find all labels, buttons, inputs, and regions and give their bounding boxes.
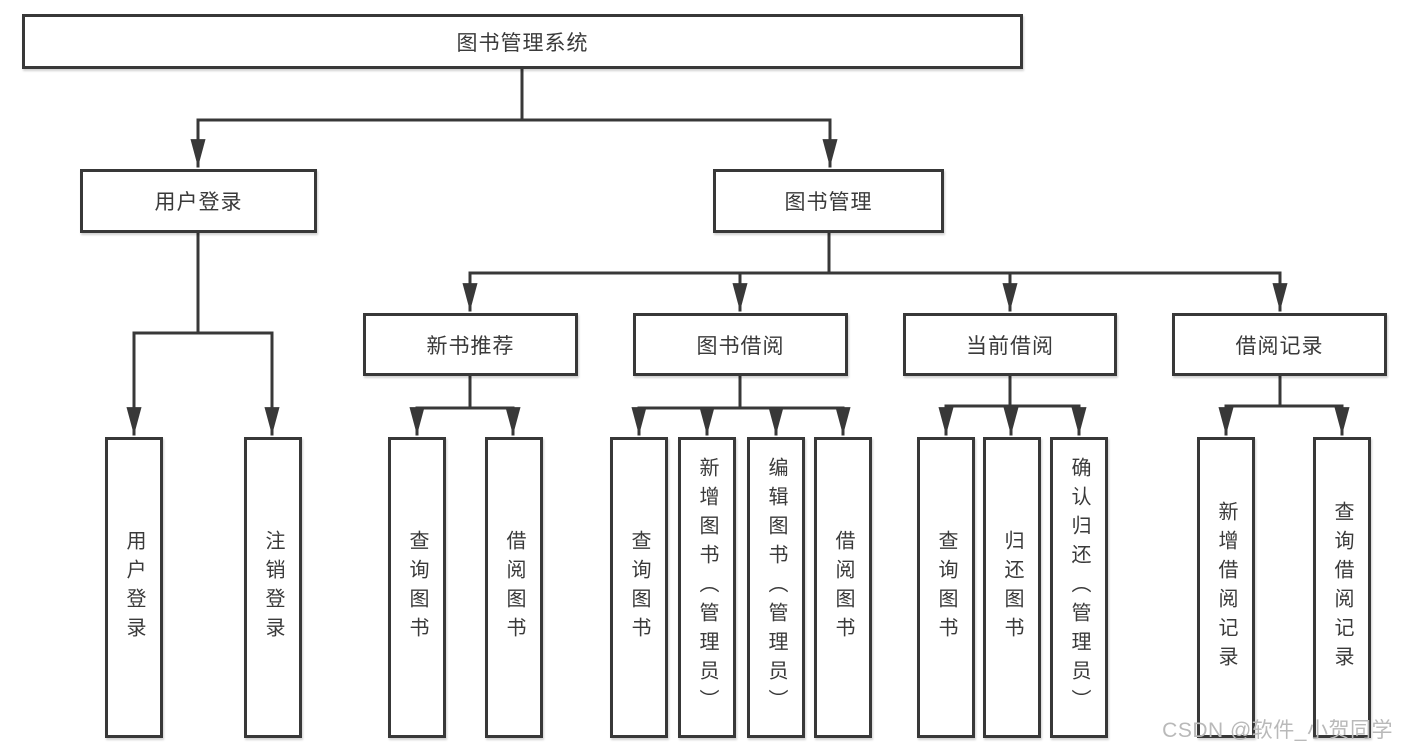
leaf-borrow-books: 借阅图书	[814, 437, 872, 738]
rail-user-login	[132, 231, 274, 335]
leaf-logout-label: 注销登录	[262, 529, 284, 646]
leaf-borrow-books-recommend: 借阅图书	[485, 437, 543, 738]
node-book-management: 图书管理	[713, 169, 944, 233]
leaf-user-login-label: 用户登录	[123, 529, 145, 646]
rail-book-borrow	[637, 375, 845, 410]
leaf-user-login: 用户登录	[105, 437, 163, 738]
rail-borrow-records	[1224, 375, 1344, 408]
rail-new-book	[415, 375, 515, 410]
leaf-query-borrow-record: 查询借阅记录	[1313, 437, 1371, 738]
leaf-add-borrow-record: 新增借阅记录	[1197, 437, 1255, 738]
leaf-logout: 注销登录	[244, 437, 302, 738]
rail-root	[196, 67, 832, 122]
node-new-book-recommend: 新书推荐	[363, 313, 578, 376]
leaf-query-books-recommend: 查询图书	[388, 437, 446, 738]
node-borrowing-records: 借阅记录	[1172, 313, 1387, 376]
leaf-edit-book-admin: 编辑图书（管理员）	[747, 437, 805, 738]
leaf-confirm-return-admin: 确认归还（管理员）	[1050, 437, 1108, 738]
leaf-query-books-borrow: 查询图书	[610, 437, 668, 738]
node-library-system: 图书管理系统	[22, 14, 1023, 69]
node-user-login: 用户登录	[80, 169, 317, 233]
leaf-query-books-current: 查询图书	[917, 437, 975, 738]
rail-current-borrow	[944, 375, 1081, 408]
node-book-borrowing: 图书借阅	[633, 313, 848, 376]
rail-book-management	[468, 231, 1282, 275]
node-current-borrowing: 当前借阅	[903, 313, 1117, 376]
leaf-add-book-admin: 新增图书（管理员）	[678, 437, 736, 738]
watermark: CSDN @软件_小贺同学	[1162, 719, 1393, 742]
leaf-return-books: 归还图书	[983, 437, 1041, 738]
